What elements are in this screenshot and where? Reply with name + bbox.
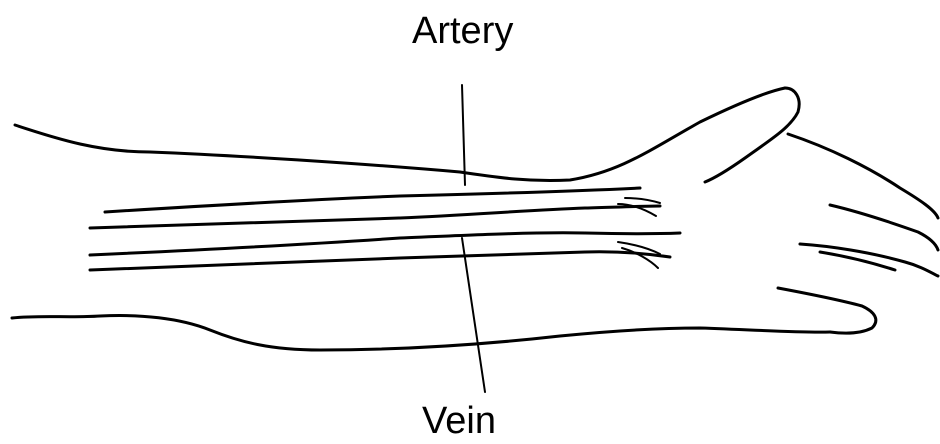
vessel-branch-2 bbox=[625, 198, 660, 203]
arm-upper-outline bbox=[15, 88, 785, 181]
finger-line-4 bbox=[778, 288, 876, 333]
artery-pointer-line bbox=[462, 85, 465, 185]
hand-top-outline bbox=[788, 134, 938, 218]
vein-pointer-line bbox=[462, 238, 485, 392]
finger-line-2 bbox=[800, 244, 938, 276]
artery-label: Artery bbox=[412, 12, 513, 50]
vessel-line-2 bbox=[90, 206, 660, 228]
vein-label: Vein bbox=[422, 402, 496, 440]
finger-line-3 bbox=[820, 252, 895, 270]
finger-line-1 bbox=[830, 205, 938, 250]
vessel-line-4 bbox=[90, 252, 670, 270]
arm-lower-outline bbox=[12, 316, 830, 350]
thumb-outline bbox=[705, 88, 799, 182]
